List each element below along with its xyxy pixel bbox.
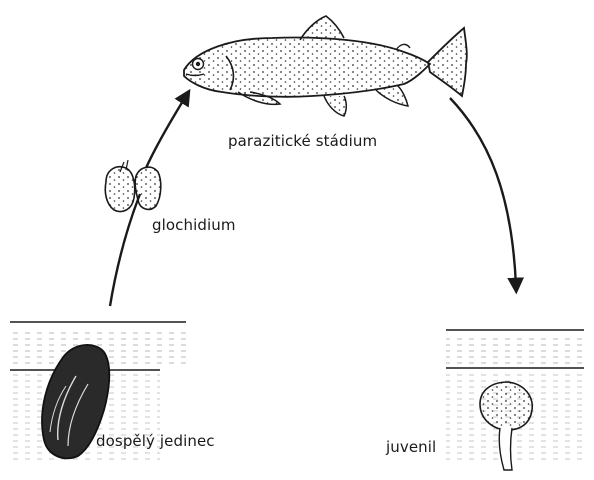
label-juvenile: juvenil: [386, 438, 436, 456]
trout-illustration: [184, 16, 467, 116]
arrow-fish-to-juvenile: [450, 98, 516, 286]
label-glochidium: glochidium: [152, 216, 236, 234]
arrow-glochidium-to-fish: [146, 96, 186, 168]
label-adult: dospělý jedinec: [96, 432, 215, 450]
glochidium-illustration: [105, 160, 161, 212]
label-parasitic-stage: parazitické stádium: [228, 132, 377, 150]
